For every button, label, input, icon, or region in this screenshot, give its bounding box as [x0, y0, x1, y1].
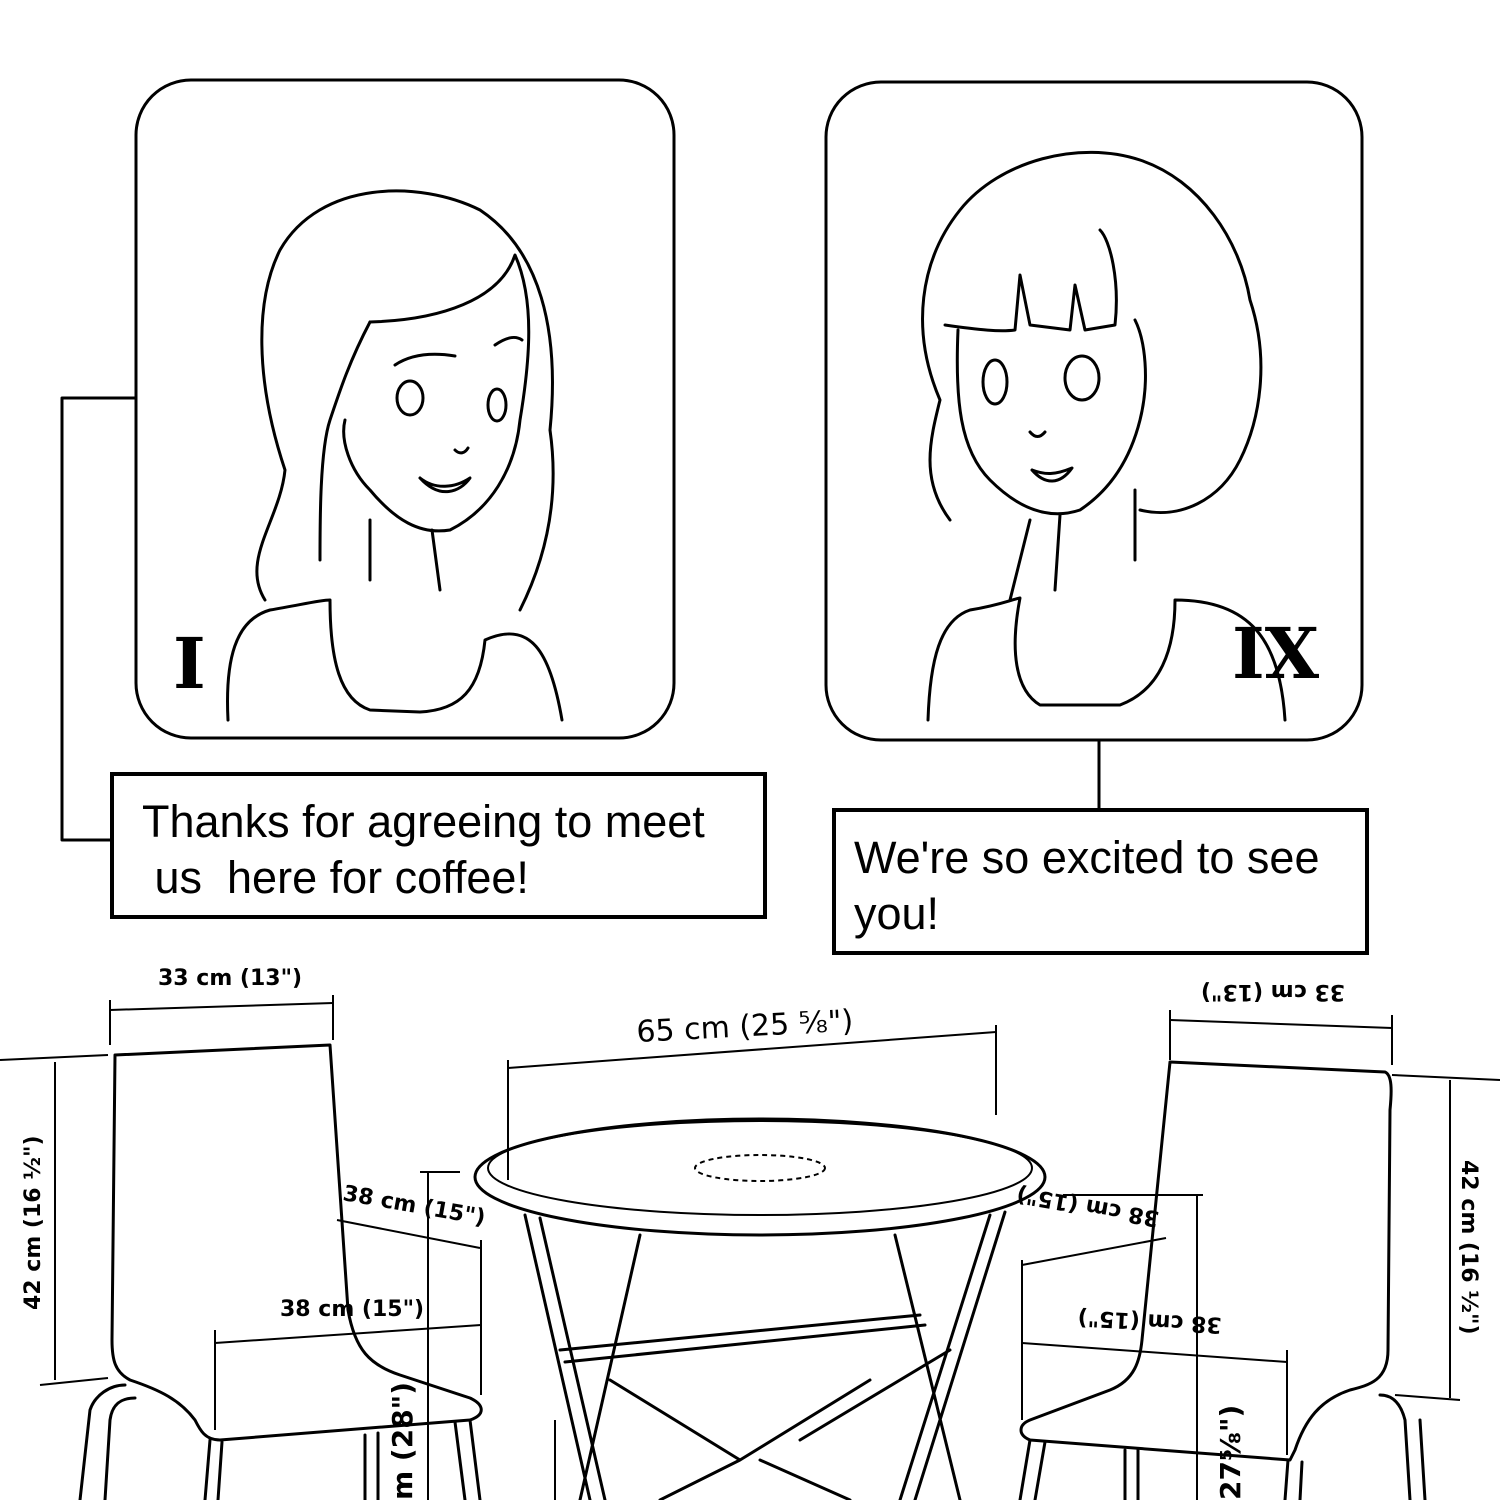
caption-line: you!	[854, 888, 940, 939]
left-chair	[110, 1043, 483, 1442]
dimension-label: 38 cm (15")	[1015, 1181, 1161, 1231]
woman-long-hair-drawing	[226, 189, 564, 722]
panel-number-label: IX	[1232, 612, 1320, 695]
dimension-label: 38 cm (15")	[1077, 1304, 1222, 1337]
table-top	[473, 1117, 1047, 1237]
furniture-diagram	[0, 995, 1500, 1500]
caption-line: Thanks for agreeing to meet	[142, 796, 705, 847]
speech-caption-left: Thanks for agreeing to meet us here for …	[110, 772, 767, 919]
dimension-label: 27⅝")	[1214, 1405, 1247, 1500]
dimension-label: 33 cm (13")	[1201, 979, 1345, 1004]
connector-line-left	[60, 396, 138, 842]
dimension-label: 65 cm (25 ⅝")	[636, 1004, 855, 1050]
dimension-label: 42 cm (16 ½")	[21, 1135, 46, 1310]
dimension-label: 38 cm (15")	[341, 1181, 487, 1231]
caption-line: We're so excited to see	[854, 832, 1320, 883]
dimension-label: 42 cm (16 ½")	[1456, 1160, 1481, 1335]
caption-line: us here for coffee!	[142, 852, 529, 903]
dimension-label: m (28")	[386, 1382, 419, 1500]
panel-right: IX	[824, 80, 1364, 810]
panel-left: I	[60, 78, 676, 842]
panel-number-label: I	[173, 622, 206, 705]
right-chair	[1019, 1060, 1393, 1462]
dimension-label: 38 cm (15")	[280, 1297, 424, 1322]
dimension-label: 33 cm (13")	[158, 966, 302, 991]
woman-short-hair-drawing	[921, 150, 1287, 722]
speech-caption-right: We're so excited to see you!	[832, 808, 1369, 955]
